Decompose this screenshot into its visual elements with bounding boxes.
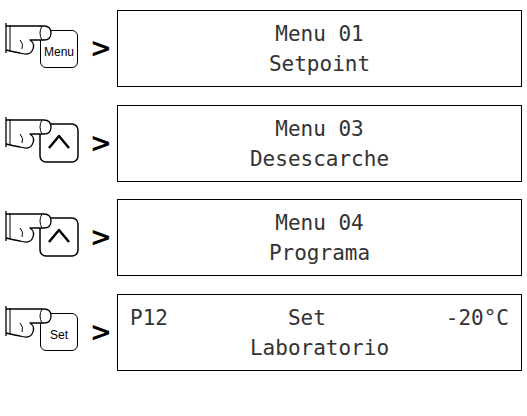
lcd-display: Menu 04Programa [117, 199, 522, 276]
lcd-line: Menu 03 [130, 114, 509, 144]
lcd-text: Laboratorio [250, 333, 389, 363]
lcd-text: Set [288, 303, 326, 333]
lcd-display: Menu 01Setpoint [117, 10, 522, 87]
up-button [40, 124, 78, 162]
lcd-line: Programa [130, 238, 509, 268]
key-button: Set [40, 313, 78, 351]
lcd-text: Programa [269, 238, 370, 268]
lcd-line: Menu 01 [130, 19, 509, 49]
lcd-line: Menu 04 [130, 208, 509, 238]
lcd-text: -20°C [446, 303, 509, 333]
lcd-text: Menu 01 [275, 19, 364, 49]
key-button: Menu [40, 30, 78, 68]
step-arrow: > [90, 317, 112, 347]
lcd-text: Setpoint [269, 49, 370, 79]
step-arrow: > [90, 33, 112, 63]
key-label: Set [50, 328, 68, 342]
lcd-line: Laboratorio [130, 333, 509, 363]
up-button [40, 218, 78, 256]
lcd-text: Menu 03 [275, 114, 364, 144]
lcd-display: Menu 03Desescarche [117, 105, 522, 182]
lcd-text: Menu 04 [275, 208, 364, 238]
step-arrow: > [90, 222, 112, 252]
lcd-line: P12 Set -20°C [130, 303, 509, 333]
lcd-display: P12 Set -20°C Laboratorio [117, 294, 522, 371]
lcd-line: Desescarche [130, 144, 509, 174]
lcd-text: P12 [130, 303, 168, 333]
key-label: Menu [44, 45, 74, 59]
lcd-text: Desescarche [250, 144, 389, 174]
lcd-line: Setpoint [130, 49, 509, 79]
step-arrow: > [90, 128, 112, 158]
